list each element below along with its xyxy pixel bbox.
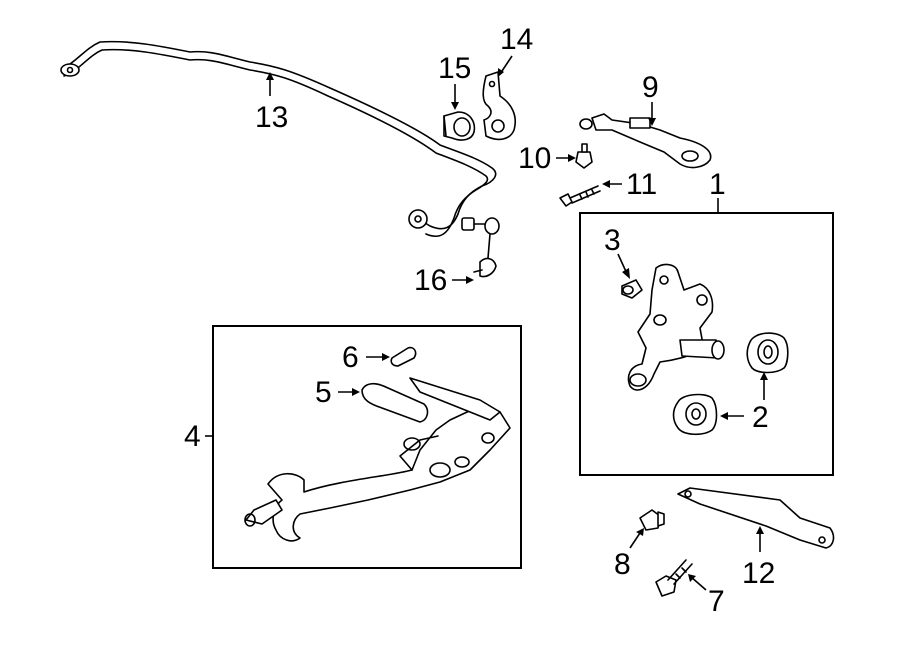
stabilizer-bar-icon[interactable]	[60, 40, 497, 238]
bolt-icon[interactable]	[655, 559, 693, 597]
cap-icon[interactable]	[390, 346, 417, 367]
trailing-arm-assembly-icon[interactable]	[244, 377, 511, 542]
leader-6	[366, 353, 390, 361]
nut-icon[interactable]	[639, 509, 665, 531]
callout-14: 14	[500, 23, 533, 56]
leader-15	[451, 84, 459, 110]
leader-10	[556, 154, 576, 162]
callout-8: 8	[614, 548, 631, 581]
callout-10: 10	[518, 142, 551, 175]
control-arm-icon[interactable]	[579, 113, 712, 169]
callout-11: 11	[626, 168, 657, 201]
callout-5: 5	[315, 376, 332, 409]
leader-7	[688, 574, 707, 591]
leader-5	[338, 388, 360, 396]
leader-14	[498, 55, 513, 77]
callout-13: 13	[255, 101, 288, 134]
knuckle-assembly-icon[interactable]	[627, 263, 725, 391]
nut-icon[interactable]	[575, 143, 593, 169]
callout-6: 6	[342, 341, 359, 374]
callout-15: 15	[438, 52, 471, 85]
leader-2a	[760, 372, 768, 400]
group-box-4	[212, 325, 522, 569]
callout-3: 3	[604, 224, 621, 257]
leader-8	[629, 528, 644, 549]
callout-2: 2	[752, 401, 769, 434]
callout-9: 9	[642, 71, 659, 104]
bushing-icon[interactable]	[746, 332, 789, 374]
bracket-plate-icon[interactable]	[677, 487, 835, 549]
callout-7: 7	[708, 585, 725, 618]
callout-12: 12	[742, 557, 775, 590]
bracket-icon[interactable]	[482, 71, 516, 141]
stabilizer-link-icon[interactable]	[461, 217, 500, 278]
bushing-icon[interactable]	[443, 111, 476, 141]
leader-11	[602, 180, 622, 188]
leader-12	[756, 526, 764, 552]
callout-16: 16	[414, 264, 447, 297]
leader-3	[617, 253, 630, 279]
bushing-small-icon[interactable]	[621, 279, 643, 299]
leader-13	[266, 72, 274, 96]
callout-4: 4	[184, 420, 201, 453]
leader-16	[452, 276, 474, 284]
leader-2b	[720, 412, 744, 420]
callout-1: 1	[709, 168, 726, 201]
bushing-icon[interactable]	[672, 393, 718, 436]
leader-9	[648, 102, 656, 126]
group-box-1	[579, 212, 834, 476]
bolt-icon[interactable]	[559, 185, 601, 207]
arm-pad-icon[interactable]	[361, 382, 429, 423]
